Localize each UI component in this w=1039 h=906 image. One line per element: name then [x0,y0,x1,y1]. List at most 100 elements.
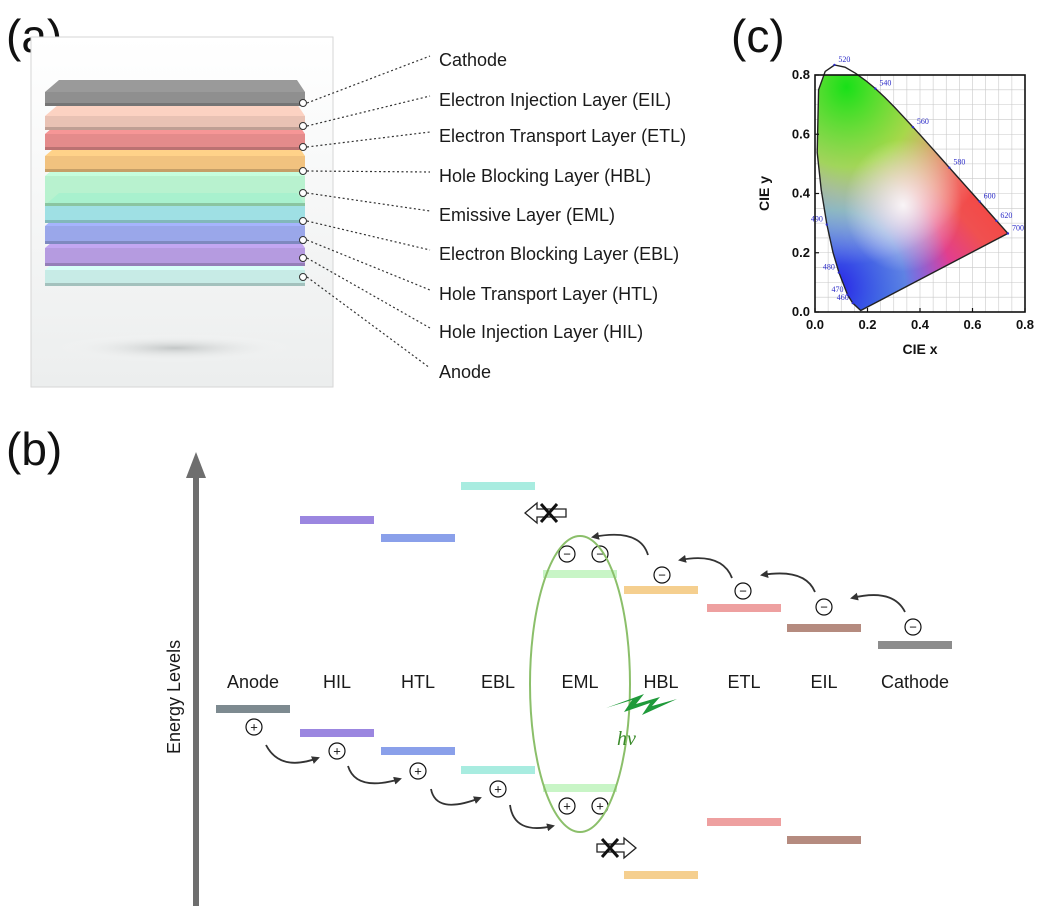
wavelength-label: 560 [917,117,929,126]
leader-line [306,257,431,329]
leader-anchor-circle [299,189,307,197]
energy-level-bar [381,747,455,755]
electron-carrier: − [815,598,833,616]
energy-axis: Energy Levels [164,452,206,906]
stack-layer-front [45,270,305,286]
locus-point [995,219,998,222]
carrier-symbol: + [414,764,422,779]
carrier-symbol: − [820,600,828,615]
wavelength-label: 700 [1012,223,1024,232]
level-label: Cathode [881,672,949,692]
energy-level-bar [878,641,952,649]
stack-shadow [55,334,295,362]
oled-layer-stack [45,80,305,286]
x-tick-label: 0.4 [911,317,930,332]
stack-layer-label: Emissive Layer (EML) [439,205,615,225]
locus-point [874,87,877,90]
leader-anchor-circle [299,254,307,262]
level-label: HTL [401,672,435,692]
wavelength-label: 470 [832,285,844,294]
energy-level-bar [300,516,374,524]
leader-anchor-circle [299,122,307,130]
energy-level-bar [707,604,781,612]
y-tick-label: 0.8 [792,67,810,82]
leader-line [306,276,431,369]
electron-carrier: − [591,545,609,563]
y-tick-label: 0.2 [792,245,810,260]
leader-anchor-circle [299,273,307,281]
leader-anchor-circle [299,99,307,107]
hop-arrow [430,788,482,806]
carrier-circle [245,718,263,736]
stack-layer-label: Electron Injection Layer (EIL) [439,90,671,110]
leader-line [306,220,431,251]
energy-level-bar [543,784,617,792]
energy-level-bar [787,836,861,844]
spectral-locus-curve [816,64,1010,312]
stack-layer-front [45,116,305,130]
stack-layer [45,104,305,130]
carrier-circle [489,780,507,798]
carrier-symbol: + [596,799,604,814]
locus-point [825,223,829,226]
level-label: EIL [810,672,837,692]
level-label: EBL [481,672,515,692]
hop-arrow [591,531,649,556]
hole-carrier: + [328,742,346,760]
wavelength-label: 620 [1000,211,1012,220]
stack-layer-edge [45,169,305,172]
locus-point [1006,232,1010,235]
carrier-circle [653,566,671,584]
carrier-circle [558,797,576,815]
locus-point [837,271,841,274]
x-tick-label: 0.6 [963,317,981,332]
stack-layer-label: Electron Transport Layer (ETL) [439,126,686,146]
energy-level-bar [624,586,698,594]
carrier-symbol: − [909,620,917,635]
stack-layer-front [45,248,305,266]
lightning-bolt-icon [606,694,677,715]
stack-layer-front [45,176,305,206]
carrier-circle [409,762,427,780]
stack-layer-front [45,134,305,150]
energy-level-bar [461,766,535,774]
level-label: Anode [227,672,279,692]
wavelength-label: 460 [837,293,849,302]
leader-anchor-circle [299,236,307,244]
y-tick-label: 0.6 [792,126,810,141]
x-tick-label: 0.2 [858,317,876,332]
x-tick-label: 0.8 [1016,317,1034,332]
locus-point [911,125,915,129]
stack-layer-edge [45,127,305,130]
panel-b-letter: (b) [6,423,62,475]
wavelength-label: 520 [838,55,850,64]
stack-layer-edge [45,203,305,206]
hole-carrier: + [489,780,507,798]
energy-level-bar [787,624,861,632]
stack-layer-front [45,205,305,223]
electron-carrier: − [734,582,752,600]
stack-layer-label: Anode [439,362,491,382]
leader-line [306,95,431,127]
level-label: HBL [643,672,678,692]
energy-level-bar [381,534,455,542]
electron-carrier: − [904,618,922,636]
stack-layer-front [45,226,305,244]
carrier-circle [591,545,609,563]
photon-emission: hν [606,694,677,750]
stack-layer [45,80,305,106]
level-label: HIL [323,672,351,692]
blocked-hole-arrow [596,836,638,860]
stack-layer-top [45,104,305,116]
carrier-circle [815,598,833,616]
y-tick-label: 0.0 [792,304,810,319]
carrier-symbol: + [333,744,341,759]
energy-level-bar [216,705,290,713]
leader-anchor-circle [299,167,307,175]
carrier-symbol: − [739,584,747,599]
stack-layer-edge [45,263,305,266]
carrier-symbol: + [250,720,258,735]
block-x-icon [600,838,620,858]
wavelength-label: 580 [953,158,965,167]
wavelength-label: 600 [984,191,996,200]
